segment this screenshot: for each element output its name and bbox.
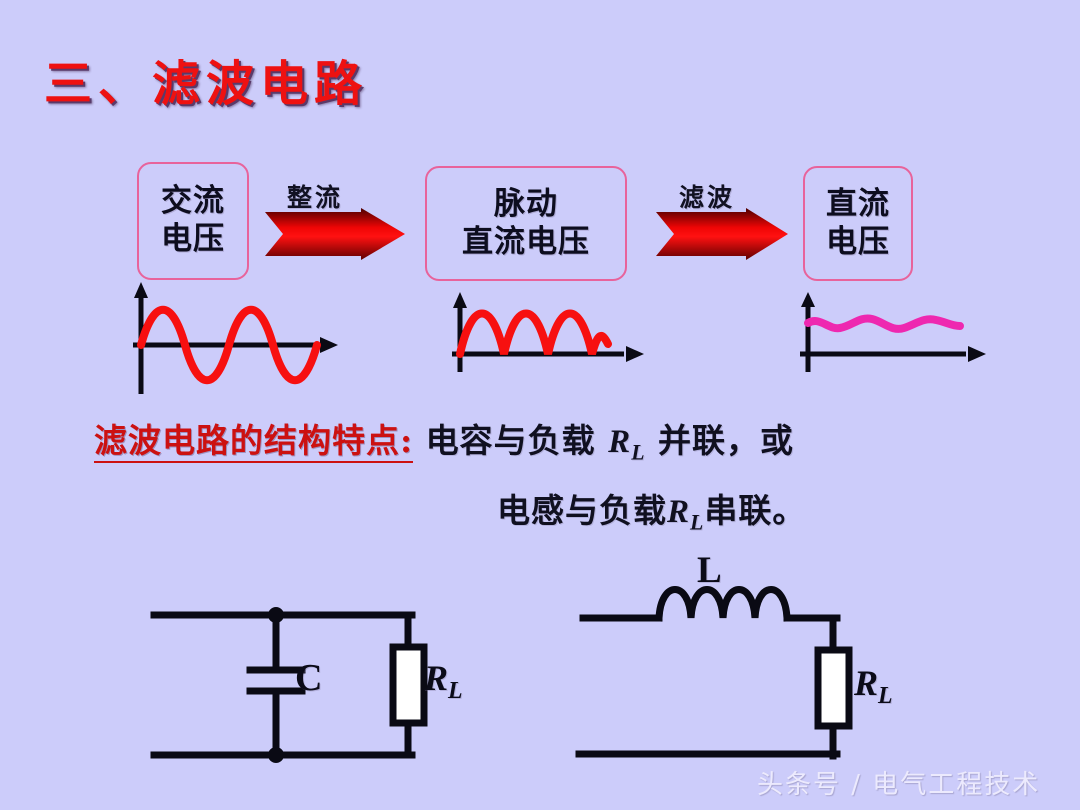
flow-box-pulse-line1: 脉动 — [494, 185, 558, 222]
capacitor-filter-circuit-diagram — [150, 607, 428, 763]
load-variable-2: RL — [667, 494, 705, 535]
inductor-filter-circuit-diagram — [575, 586, 853, 760]
structure-text-after-var-2: 串联。 — [704, 491, 807, 530]
structure-text-before-var-1: 电容与负载 — [413, 421, 609, 460]
flow-box-ac-line1: 交流 — [161, 183, 225, 220]
watermark: 头条号 / 电气工程技术 — [757, 770, 1041, 800]
load-variable-1: RL — [608, 424, 646, 465]
filtered-dc-waveform — [800, 292, 986, 372]
node-dot-top — [268, 607, 284, 623]
load-resistor-body — [389, 643, 428, 727]
capacitor-label: C — [295, 657, 323, 699]
structure-heading-highlight: 滤波电路的结构特点: — [94, 421, 414, 463]
flow-box-pulse-line2: 直流电压 — [462, 223, 590, 260]
node-dot-bottom — [268, 747, 284, 763]
structure-text-before-var-2: 电感与负载 — [497, 491, 667, 530]
flow-box-pulsating-dc-voltage: 脉动 直流电压 — [425, 166, 627, 281]
load-resistor-body — [814, 646, 853, 730]
flow-box-ac-line2: 电压 — [161, 221, 225, 257]
load-resistor-label-2: RL — [854, 663, 893, 710]
block-arrow-rectification-icon — [265, 208, 405, 260]
block-arrow-filtering-icon — [656, 208, 788, 260]
structure-description-line-1: 滤波电路的结构特点: 电容与负载 RL 并联，或 — [94, 414, 794, 466]
load-resistor-label-1: RL — [424, 658, 463, 705]
structure-text-after-var-1: 并联，或 — [645, 421, 794, 460]
rectified-dc-waveform — [452, 292, 644, 372]
arrow-label-rectification: 整流 — [287, 183, 344, 212]
flow-box-ac-voltage: 交流 电压 — [137, 162, 249, 280]
flow-box-dc-line2: 电压 — [826, 223, 890, 260]
arrow-label-filtering: 滤波 — [679, 183, 736, 212]
flow-box-dc-line1: 直流 — [826, 185, 890, 222]
flow-box-dc-voltage: 直流 电压 — [803, 166, 913, 281]
inductor-label: L — [697, 550, 722, 591]
ac-sine-waveform — [133, 282, 338, 394]
structure-description-line-2: 电感与负载RL串联。 — [497, 484, 806, 536]
page-title: 三、滤波电路 — [44, 56, 369, 112]
